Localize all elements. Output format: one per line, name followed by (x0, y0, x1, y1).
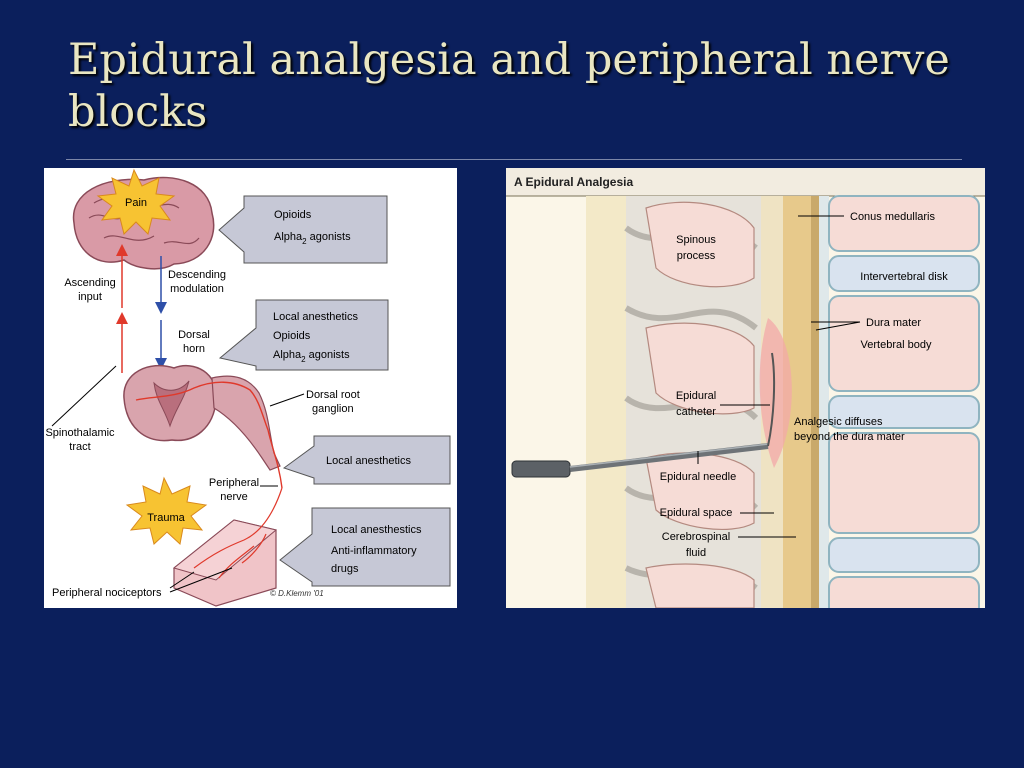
svg-text:modulation: modulation (170, 283, 224, 295)
trauma-label: Trauma (147, 512, 185, 524)
pain-label: Pain (125, 197, 147, 209)
analgesic-diffusion-area (759, 318, 792, 468)
pain-burst-icon: Pain (96, 168, 176, 235)
spinous-label: Spinous (676, 234, 716, 246)
svg-text:drugs: drugs (331, 563, 359, 575)
svg-text:process: process (677, 250, 716, 262)
epidural-catheter (767, 352, 776, 447)
title-divider (66, 159, 962, 160)
nociceptors-label: Peripheral nociceptors (52, 587, 162, 599)
nerve-drug-box: Local anesthetics (282, 435, 451, 485)
vertebral-body-label: Vertebral body (861, 339, 932, 351)
disk-label: Intervertebral disk (860, 271, 948, 283)
svg-text:catheter: catheter (676, 406, 716, 418)
svg-text:ganglion: ganglion (312, 403, 354, 415)
illustration-credit: © D.Klemm '01 (270, 589, 324, 598)
figure-header: A Epidural Analgesia (514, 175, 633, 189)
spinothalamic-label: Spinothalamic (45, 427, 115, 439)
needle-label: Epidural needle (660, 471, 736, 483)
catheter-label: Epidural (676, 390, 716, 402)
svg-text:Local anesthetics: Local anesthetics (326, 455, 411, 467)
svg-text:Opioids: Opioids (274, 209, 312, 221)
epidural-space-label: Epidural space (660, 507, 733, 519)
skin-tissue-illustration (172, 487, 283, 607)
slide-title: Epidural analgesia and peripheral nerve … (68, 35, 950, 137)
ascending-input-label: Ascending (64, 277, 115, 289)
epidural-svg: A Epidural Analgesia (506, 168, 985, 608)
spinal-cord-illustration (123, 364, 283, 489)
drg-label: Dorsal root (306, 389, 360, 401)
epidural-needle (511, 443, 769, 478)
svg-text:Local anesthestics: Local anesthestics (331, 524, 422, 536)
descending-modulation-label: Descending (168, 269, 226, 281)
dura-label: Dura mater (866, 317, 921, 329)
svg-text:nerve: nerve (220, 491, 248, 503)
svg-text:tract: tract (69, 441, 90, 453)
peripheral-nerve-label: Peripheral (209, 477, 259, 489)
csf-label: Cerebrospinal (662, 531, 730, 543)
svg-text:horn: horn (183, 343, 205, 355)
svg-text:Anti-inflammatory: Anti-inflammatory (331, 545, 417, 557)
svg-text:Local anesthetics: Local anesthetics (273, 311, 358, 323)
vertebral-column (828, 195, 980, 608)
peripheral-drug-box: Local anesthestics Anti-inflammatory dru… (279, 507, 451, 587)
diffuses-label: Analgesic diffuses (794, 416, 883, 428)
dorsal-horn-label: Dorsal (178, 329, 210, 341)
trauma-burst-icon: Trauma (125, 476, 208, 545)
spinous-processes (645, 201, 755, 608)
svg-text:input: input (78, 291, 102, 303)
epidural-analgesia-figure: A Epidural Analgesia (506, 168, 985, 608)
svg-text:Opioids: Opioids (273, 330, 311, 342)
svg-text:fluid: fluid (686, 547, 706, 559)
conus-label: Conus medullaris (850, 211, 935, 223)
svg-text:beyond the dura mater: beyond the dura mater (794, 431, 905, 443)
